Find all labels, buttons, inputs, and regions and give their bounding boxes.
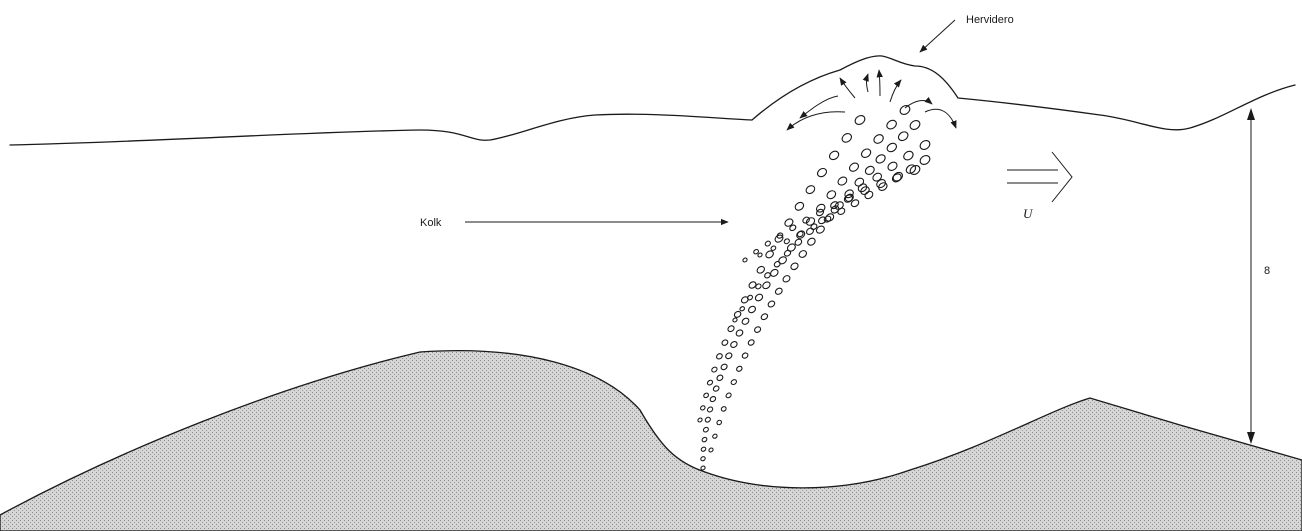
vortex-loop (769, 268, 779, 278)
vortex-loop (773, 260, 781, 268)
boil-leader-arrow (920, 20, 955, 52)
vortex-loop (700, 405, 706, 411)
vortex-loop (853, 114, 866, 127)
vortex-loop (783, 238, 790, 245)
vortex-loop (918, 154, 931, 167)
vortex-loop (886, 161, 898, 173)
vortex-loop (701, 437, 707, 443)
vortex-loop (802, 216, 811, 224)
vortex-loop (730, 340, 739, 348)
vortex-loop (848, 161, 860, 173)
vortex-loop (885, 118, 898, 130)
vortex-loop (741, 352, 749, 359)
vortex-loop (764, 240, 771, 247)
vortex-loop (874, 153, 886, 165)
vortex-loop (700, 465, 706, 470)
vortex-loop (898, 104, 911, 117)
vortex-loop (798, 249, 808, 259)
vortex-loop (908, 119, 921, 132)
vortex-loop (760, 313, 769, 321)
water-surface (10, 56, 1295, 145)
vortex-loop (794, 201, 805, 212)
vortex-loop (725, 392, 732, 399)
vortex-loop (891, 172, 903, 183)
vortex-loop (700, 456, 706, 462)
vortex-loop (840, 132, 853, 144)
vortex-loop (837, 207, 846, 216)
vortex-loop (871, 172, 883, 183)
vortex-loop (777, 255, 787, 265)
vortex-loop (789, 224, 797, 232)
vortex-loop (836, 175, 848, 186)
depth-dimension (1247, 108, 1255, 444)
vortex-loop (864, 190, 875, 200)
vortex-loop (709, 396, 716, 403)
vortex-loop (918, 139, 931, 152)
boil-flow-arrows (787, 70, 956, 130)
vortex-loop (716, 353, 724, 360)
vortex-loop (761, 281, 771, 290)
vortex-loop (735, 329, 744, 338)
vortex-loop (697, 417, 703, 422)
vortex-loop (720, 406, 727, 412)
vortex-loop (805, 227, 814, 236)
vortex-loop (725, 352, 733, 360)
vortex-loop (721, 339, 729, 347)
vortex-loop (716, 419, 722, 425)
vortex-loop (727, 325, 735, 333)
vortex-loop (783, 249, 791, 257)
vortex-loop (730, 379, 737, 386)
flow-velocity-arrow (1007, 152, 1072, 202)
vortex-loop (700, 446, 706, 452)
vortex-loop (756, 265, 766, 274)
vortex-loop (805, 184, 817, 195)
vortex-loop (753, 326, 761, 334)
vortex-loop (704, 416, 711, 423)
vortex-loop (754, 293, 764, 302)
vortex-loop (707, 379, 714, 386)
vortex-loop (774, 287, 783, 296)
vortex-loop (741, 317, 750, 326)
vortex-loop (747, 339, 755, 347)
vortex-loop (720, 363, 728, 371)
vortex-loop (860, 147, 872, 159)
vortex-loop (703, 392, 709, 398)
riverbed-sediment (0, 351, 1302, 531)
vortex-loop (886, 142, 899, 154)
vortex-loop (790, 262, 800, 271)
velocity-label: U (1023, 206, 1034, 221)
vortex-loop (711, 366, 718, 373)
vortex-loop (816, 167, 828, 179)
vortex-loop (872, 133, 885, 145)
vortex-loop (712, 433, 718, 439)
vortex-loop (782, 274, 791, 283)
vortex-loop (712, 385, 720, 392)
kolk-vortex-column (697, 104, 931, 471)
vortex-loop (736, 365, 743, 372)
kolk-label: Kolk (420, 217, 442, 229)
vortex-loop (806, 237, 816, 247)
vortex-loop (716, 374, 724, 382)
vortex-loop (902, 150, 915, 162)
vortex-loop (708, 447, 714, 452)
vortex-loop (739, 306, 745, 312)
boil-label: Hervidero (966, 14, 1014, 26)
vortex-loop (783, 217, 794, 227)
vortex-loop (733, 310, 742, 318)
vortex-loop (703, 426, 710, 432)
vortex-loop (767, 300, 776, 308)
vortex-loop (747, 305, 756, 314)
vortex-loop (825, 189, 837, 200)
depth-label: 8 (1264, 265, 1270, 277)
vortex-loop (829, 200, 839, 210)
vortex-loop (707, 406, 714, 413)
vortex-loop (897, 130, 910, 142)
vortex-loop (828, 149, 840, 161)
vortex-loop (742, 257, 748, 262)
vortex-loop (805, 216, 816, 227)
